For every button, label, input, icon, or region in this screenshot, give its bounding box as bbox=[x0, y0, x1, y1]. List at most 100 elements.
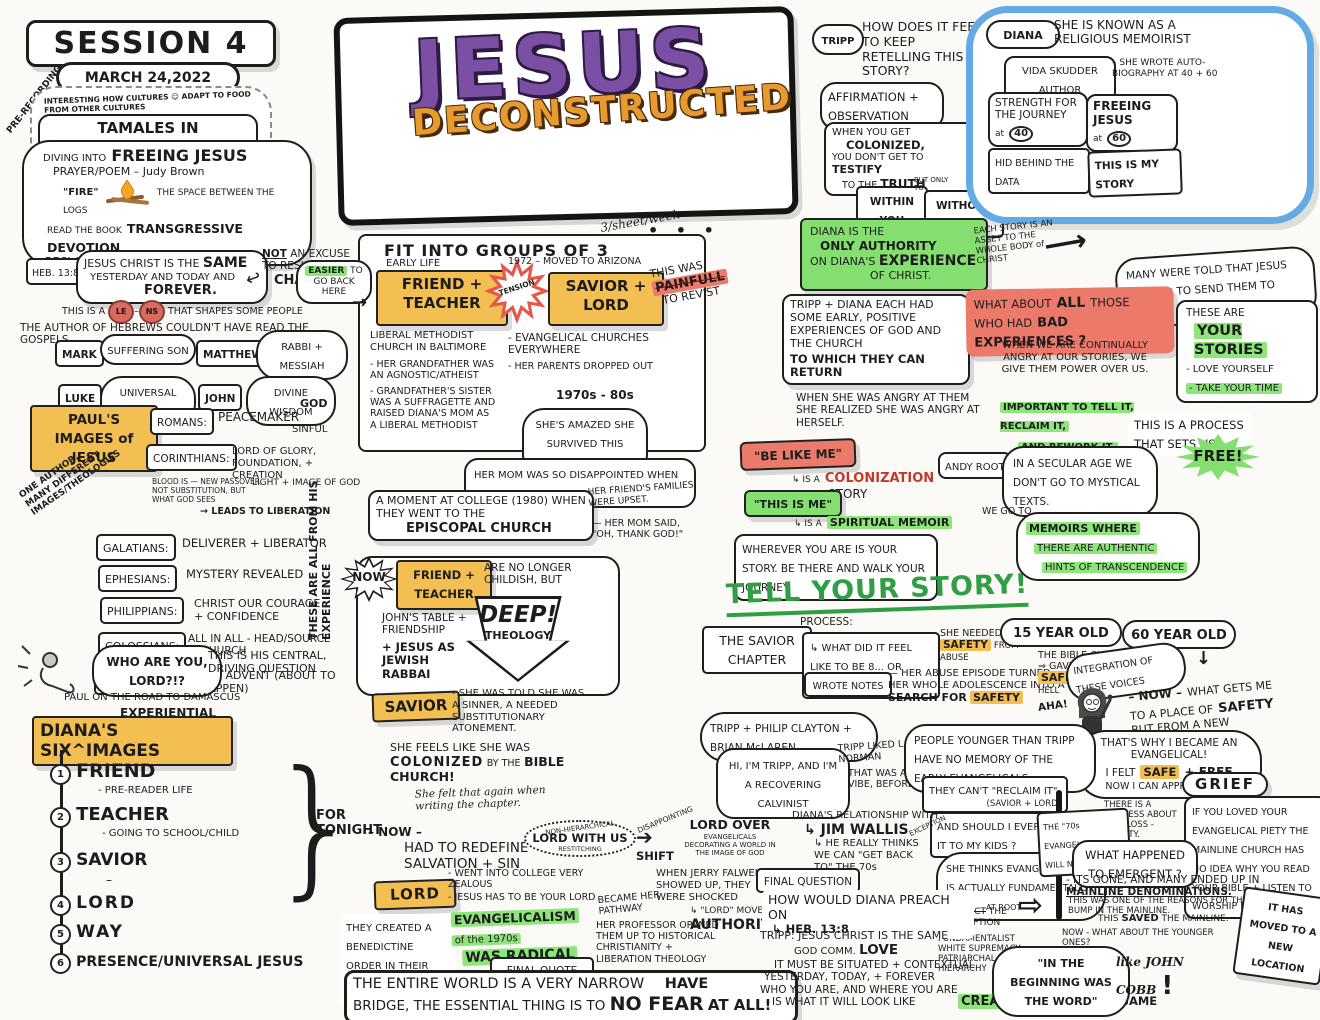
now-friend-teacher-label: FRIEND + TEACHER bbox=[413, 568, 475, 601]
your-lord-label: - JESUS HAS TO BE YOUR LORD bbox=[448, 892, 596, 904]
gospel-matthew-image-label: RABBI + MESSIAH bbox=[279, 342, 325, 372]
memoirs-line2: THERE ARE AUTHENTIC bbox=[1034, 542, 1158, 554]
authority-label: AUTHORITY bbox=[690, 916, 781, 933]
savior-box: SAVIOR bbox=[371, 690, 461, 723]
now-label: NOW bbox=[352, 570, 386, 584]
deep-label: DEEP! bbox=[479, 602, 557, 628]
prayer-poem: PRAYER/POEM – Judy Brown bbox=[53, 164, 205, 178]
savior-lord-label: SAVIOR + LORD bbox=[565, 277, 647, 314]
bad-line1: WHAT ABOUT bbox=[973, 296, 1052, 312]
final-question-label-box: FINAL QUESTION bbox=[756, 868, 860, 893]
cobb-note: like JOHN COBB ! bbox=[1116, 952, 1186, 1002]
jim-wallis-label: ↳ JIM WALLIS bbox=[804, 821, 909, 838]
tripp-label: TRIPP bbox=[821, 36, 855, 47]
jerry-note: WHEN JERRY FALWELL SHOWED UP, THEY WERE … bbox=[656, 868, 766, 903]
love-label: LOVE bbox=[859, 941, 899, 958]
strength-box: STRENGTH FOR THE JOURNEY at 40 bbox=[988, 92, 1088, 147]
professor-note: HER PROFESSOR OPENED THEM UP TO HISTORIC… bbox=[596, 920, 719, 965]
process-label: PROCESS: bbox=[800, 616, 853, 628]
relationship-label: DIANA'S RELATIONSHIP WITH bbox=[792, 810, 939, 821]
item-number: 4 bbox=[50, 895, 71, 916]
colonized-line3: YOU DON'T GET TO bbox=[832, 152, 924, 164]
from-abuse-label: FROM ABUSE bbox=[940, 641, 1019, 663]
your-stories-box: THESE ARE YOUR STORIES - LOVE YOURSELF -… bbox=[1176, 300, 1318, 404]
moved-location-label: IT HAS MOVED TO A NEW LOCATION bbox=[1248, 901, 1318, 975]
angry-self-note: WHEN SHE WAS ANGRY AT THEM SHE REALIZED … bbox=[796, 392, 980, 429]
search-label: SEARCH FOR bbox=[888, 690, 967, 704]
fire-label: "FIRE" bbox=[63, 186, 99, 198]
zealous-label: - WENT INTO COLLEGE VERY ZEALOUS bbox=[448, 868, 584, 891]
god-comm-label: GOD COMM. bbox=[794, 945, 856, 957]
safety1-label: SAFETY bbox=[970, 690, 1023, 704]
item-sub: - PRE-READER LIFE bbox=[98, 785, 193, 796]
andy-root-label: ANDY ROOT bbox=[945, 462, 1005, 473]
grandfather-note: - HER GRANDFATHER WAS AN AGNOSTIC/ATHEIS… bbox=[370, 358, 495, 381]
galatians-box: GALATIANS: bbox=[96, 534, 176, 561]
final-quote-nofear: NO FEAR bbox=[609, 993, 704, 1016]
six-item-way: 5 WAY bbox=[50, 922, 124, 945]
mom-said-label: — HER MOM SAID, "OH, THANK GOD!" bbox=[592, 518, 684, 541]
item-title: PRESENCE/UNIVERSAL JESUS bbox=[76, 954, 304, 970]
early-life-label: EARLY LIFE bbox=[386, 258, 441, 269]
redefine-label: HAD TO REDEFINE SALVATION + SIN bbox=[404, 839, 529, 872]
be-like-me-box: "BE LIKE ME" bbox=[739, 437, 857, 471]
bad-those: THOSE bbox=[1090, 294, 1130, 310]
item-number: 5 bbox=[50, 924, 71, 945]
positive-experiences-box: TRIPP + DIANA EACH HAD SOME EARLY, POSIT… bbox=[782, 294, 970, 385]
now-g1: – NOW – bbox=[1127, 685, 1183, 705]
why1-label: THAT'S WHY I BECAME AN EVANGELICAL! bbox=[1100, 737, 1238, 762]
pauls-images-label: PAUL'S IMAGES of JESUS bbox=[54, 412, 134, 466]
gospel-john-image-label: DIVINE WISDOM bbox=[269, 388, 313, 418]
gospel-matthew-image: RABBI + MESSIAH bbox=[256, 330, 348, 380]
this-is-me-box: "THIS IS ME" bbox=[744, 490, 842, 517]
wherever-box: WHEREVER YOU ARE IS YOUR STORY. BE THERE… bbox=[734, 534, 938, 601]
hi-tripp-bubble: HI, I'M TRIPP, AND I'M A RECOVERING CALV… bbox=[716, 748, 850, 819]
item-title: FRIEND bbox=[76, 760, 156, 782]
saved-note: THIS SAVED THE MAINLINE. bbox=[1098, 913, 1229, 925]
gospel-mark-box: MARK bbox=[55, 340, 104, 367]
answer-line4: WHO YOU ARE, AND WHERE YOU ARE bbox=[760, 983, 958, 996]
philippians-label: PHILIPPIANS: bbox=[107, 605, 178, 618]
freeing-jesus-label: FREEING JESUS bbox=[1093, 99, 1152, 128]
lens-pre: THIS IS A bbox=[62, 306, 106, 317]
decorating-label: EVANGELICALS DECORATING A WORLD IN THE I… bbox=[684, 832, 776, 858]
lord-with-us-doodle: NON-HIERARCHICAL LORD WITH US RESTITCHIN… bbox=[524, 819, 636, 858]
friend-teacher-label: FRIEND + TEACHER bbox=[401, 275, 483, 312]
six-item-lord: 4 LORD bbox=[50, 893, 136, 916]
lord-with-us-label: LORD WITH US bbox=[532, 831, 628, 846]
isa2-label: ↳ IS A bbox=[794, 519, 822, 529]
important-label: IMPORTANT TO TELL IT, RECLAIM IT, bbox=[1000, 402, 1134, 432]
free-label: FREE! bbox=[1193, 447, 1243, 465]
how-preach-box: HOW WOULD DIANA PREACH ON ↳ HEB. 13:8 bbox=[762, 890, 974, 940]
reclaim-box: THEY CAN'T "RECLAIM IT" (SAVIOR + LORD) bbox=[922, 776, 1068, 813]
romans-sinful: SINFUL bbox=[292, 424, 328, 435]
college-note: A MOMENT AT COLLEGE (1980) WHEN THEY WEN… bbox=[376, 494, 586, 520]
central-question-note: THIS IS HIS CENTRAL, DRIVING QUESTION bbox=[208, 649, 327, 675]
memoirs-line3: HINTS OF TRANSCENDENCE bbox=[1042, 561, 1188, 573]
easier-blob: EASIER TO GO BACK HERE bbox=[296, 260, 372, 304]
grief-label: GRIEF bbox=[1195, 775, 1255, 793]
colonized-note: SHE FEELS LIKE SHE WAS COLONIZED BY THE … bbox=[390, 741, 570, 785]
corinthians-box: CORINTHIANS: bbox=[146, 444, 237, 471]
at40-at: at bbox=[995, 128, 1005, 139]
gospel-mark-image: SUFFERING SON bbox=[100, 334, 196, 365]
verse-part1: JESUS CHRIST IS THE bbox=[84, 257, 200, 270]
no-longer-note: ARE NO LONGER CHILDISH, BUT bbox=[484, 562, 572, 587]
abuse-note: — HER ABUSE EPISODE TURNED HER WHOLE ADO… bbox=[888, 668, 1068, 705]
gone-note: - ITS GONE, AND MANY ENDED UP IN MAINLIN… bbox=[1066, 874, 1316, 899]
galatians-value: DELIVERER + LIBERATOR bbox=[182, 536, 327, 550]
authority-line4: OF CHRIST. bbox=[870, 268, 932, 282]
answer-line3: YESTERDAY, TODAY, + FOREVER bbox=[764, 971, 935, 984]
praying-figure-icon bbox=[17, 645, 75, 694]
safety2-label: SAFETY bbox=[940, 639, 991, 652]
at60-circle: 60 bbox=[1107, 131, 1132, 148]
easier-rest: TO GO BACK HERE bbox=[313, 266, 363, 298]
only-authority-box: DIANA IS THE ONLY AUTHORITY ON DIANA'S E… bbox=[800, 218, 988, 291]
six-item-friend: 1 FRIEND - PRE-READER LIFE bbox=[50, 760, 193, 797]
bad-all: ALL bbox=[1056, 294, 1086, 312]
shift-label: SHIFT bbox=[636, 849, 674, 863]
verse-same: SAME bbox=[202, 255, 248, 271]
andy-root-box: ANDY ROOT bbox=[938, 452, 1012, 479]
my-story-label: THIS IS MY STORY bbox=[1094, 158, 1160, 192]
